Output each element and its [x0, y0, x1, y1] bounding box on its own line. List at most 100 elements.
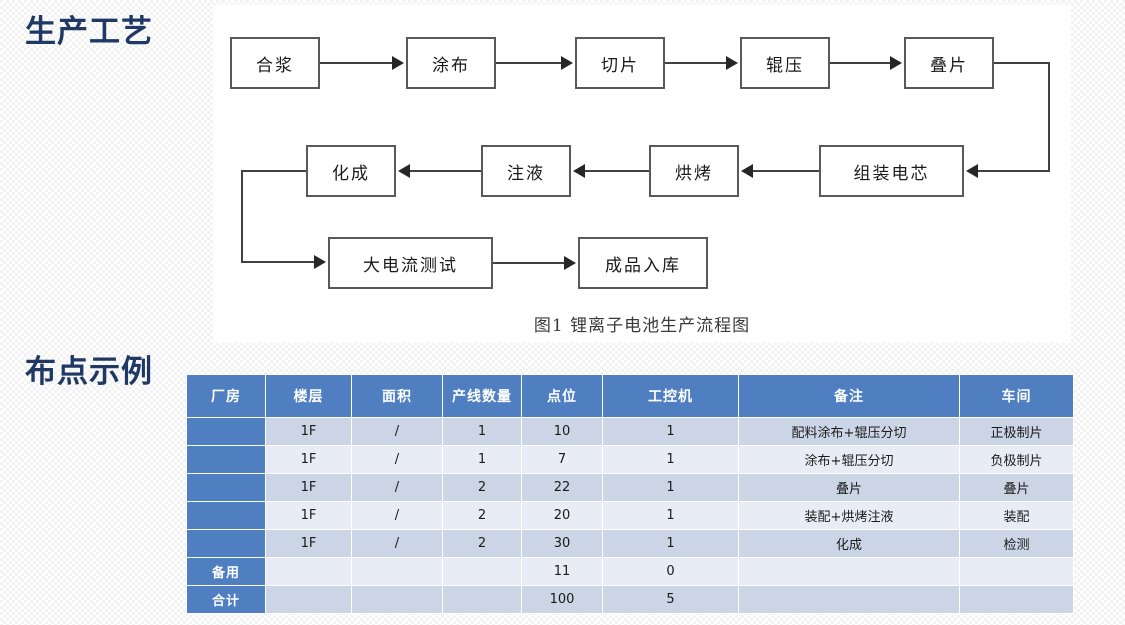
flow-node-zuzhuangdianxin[interactable]: 组装电芯 [819, 145, 964, 197]
edge-huacheng-test-bottom [241, 261, 314, 263]
cell-workshop: 叠片 [959, 473, 1074, 502]
cell-points: 100 [521, 585, 603, 614]
edge-zuzhuang-hongkao-arrow [741, 164, 753, 178]
layout-table: 厂房 楼层 面积 产线数量 点位 工控机 备注 车间 1F / 1 10 1 配… [186, 374, 1074, 614]
cell-factory [186, 417, 266, 446]
cell-note: 叠片 [738, 473, 960, 502]
flow-node-hejiang[interactable]: 合浆 [230, 37, 320, 89]
table-row-total[interactable]: 合计 100 5 [186, 585, 1074, 614]
cell-area [351, 585, 443, 614]
flow-node-hongkao[interactable]: 烘烤 [649, 145, 739, 197]
cell-lines: 2 [442, 529, 522, 558]
edge-huacheng-test-left [241, 170, 243, 263]
edge-huacheng-test-top [241, 170, 306, 172]
cell-workshop: 检测 [959, 529, 1074, 558]
cell-floor: 1F [265, 501, 352, 530]
cell-floor [265, 557, 352, 586]
edge-tubu-qiepian-line [496, 62, 561, 64]
col-header-lines: 产线数量 [442, 374, 522, 418]
cell-ipc: 0 [602, 557, 739, 586]
flow-node-tubu[interactable]: 涂布 [406, 37, 496, 89]
cell-ipc: 1 [602, 445, 739, 474]
cell-factory [186, 445, 266, 474]
edge-qiepian-gunya-line [665, 62, 726, 64]
edge-diepian-zuzhuang-top [994, 62, 1050, 64]
flow-node-huacheng[interactable]: 化成 [306, 145, 396, 197]
col-header-note: 备注 [738, 374, 960, 418]
cell-workshop [959, 557, 1074, 586]
cell-floor: 1F [265, 473, 352, 502]
cell-lines [442, 585, 522, 614]
cell-lines: 2 [442, 473, 522, 502]
cell-points: 10 [521, 417, 603, 446]
flow-node-zhuye[interactable]: 注液 [481, 145, 571, 197]
cell-workshop: 负极制片 [959, 445, 1074, 474]
cell-points: 7 [521, 445, 603, 474]
cell-lines: 1 [442, 445, 522, 474]
flow-node-diepian[interactable]: 叠片 [904, 37, 994, 89]
cell-factory-spare: 备用 [186, 557, 266, 586]
cell-lines [442, 557, 522, 586]
cell-ipc: 1 [602, 417, 739, 446]
edge-gunya-diepian-line [830, 62, 890, 64]
cell-note [738, 585, 960, 614]
edge-diepian-zuzhuang-right [1048, 62, 1050, 172]
edge-qiepian-gunya-arrow [726, 56, 738, 70]
edge-tubu-qiepian-arrow [561, 56, 573, 70]
cell-area: / [351, 473, 443, 502]
flowchart-panel: 合浆 涂布 切片 辊压 叠片 化成 注液 烘烤 组装电芯 大电流测试 成品入库 … [213, 5, 1071, 343]
table-row-spare[interactable]: 备用 11 0 [186, 557, 1074, 586]
edge-zhuye-huacheng-line [410, 170, 481, 172]
cell-note: 涂布+辊压分切 [738, 445, 960, 474]
page-title-layout: 布点示例 [25, 354, 153, 390]
cell-area: / [351, 417, 443, 446]
cell-lines: 2 [442, 501, 522, 530]
table-row[interactable]: 1F / 1 7 1 涂布+辊压分切 负极制片 [186, 445, 1074, 474]
cell-area: / [351, 445, 443, 474]
flow-node-chengpinruku[interactable]: 成品入库 [578, 237, 708, 289]
cell-note: 装配+烘烤注液 [738, 501, 960, 530]
flow-node-qiepian[interactable]: 切片 [575, 37, 665, 89]
col-header-factory: 厂房 [186, 374, 266, 418]
edge-hongkao-zhuye-line [585, 170, 649, 172]
cell-factory-total: 合计 [186, 585, 266, 614]
cell-floor: 1F [265, 445, 352, 474]
cell-points: 30 [521, 529, 603, 558]
cell-points: 20 [521, 501, 603, 530]
cell-floor [265, 585, 352, 614]
flow-node-gunya[interactable]: 辊压 [740, 37, 830, 89]
cell-ipc: 1 [602, 473, 739, 502]
table-row[interactable]: 1F / 1 10 1 配料涂布+辊压分切 正极制片 [186, 417, 1074, 446]
page-title-process: 生产工艺 [25, 14, 153, 50]
cell-points: 22 [521, 473, 603, 502]
edge-huacheng-test-arrow [314, 255, 326, 269]
edge-hejiang-tubu-line [320, 62, 392, 64]
cell-points: 11 [521, 557, 603, 586]
table-row[interactable]: 1F / 2 20 1 装配+烘烤注液 装配 [186, 501, 1074, 530]
table-row[interactable]: 1F / 2 22 1 叠片 叠片 [186, 473, 1074, 502]
edge-test-ruku-arrow [564, 256, 576, 270]
table-row[interactable]: 1F / 2 30 1 化成 检测 [186, 529, 1074, 558]
edge-zhuye-huacheng-arrow [398, 164, 410, 178]
edge-diepian-zuzhuang-bottom [978, 170, 1050, 172]
col-header-floor: 楼层 [265, 374, 352, 418]
edge-test-ruku-line [493, 262, 564, 264]
cell-ipc: 5 [602, 585, 739, 614]
col-header-ipc: 工控机 [602, 374, 739, 418]
cell-note: 化成 [738, 529, 960, 558]
col-header-points: 点位 [521, 374, 603, 418]
cell-factory [186, 473, 266, 502]
table-header-row: 厂房 楼层 面积 产线数量 点位 工控机 备注 车间 [186, 374, 1074, 418]
cell-workshop: 装配 [959, 501, 1074, 530]
flow-node-dadianliuceshi[interactable]: 大电流测试 [328, 237, 493, 289]
cell-floor: 1F [265, 529, 352, 558]
cell-note [738, 557, 960, 586]
edge-gunya-diepian-arrow [890, 56, 902, 70]
cell-factory [186, 501, 266, 530]
cell-ipc: 1 [602, 501, 739, 530]
edge-zuzhuang-hongkao-line [753, 170, 819, 172]
cell-workshop: 正极制片 [959, 417, 1074, 446]
cell-area [351, 557, 443, 586]
edge-hejiang-tubu-arrow [392, 56, 404, 70]
flowchart-caption: 图1 锂离子电池生产流程图 [533, 316, 751, 336]
